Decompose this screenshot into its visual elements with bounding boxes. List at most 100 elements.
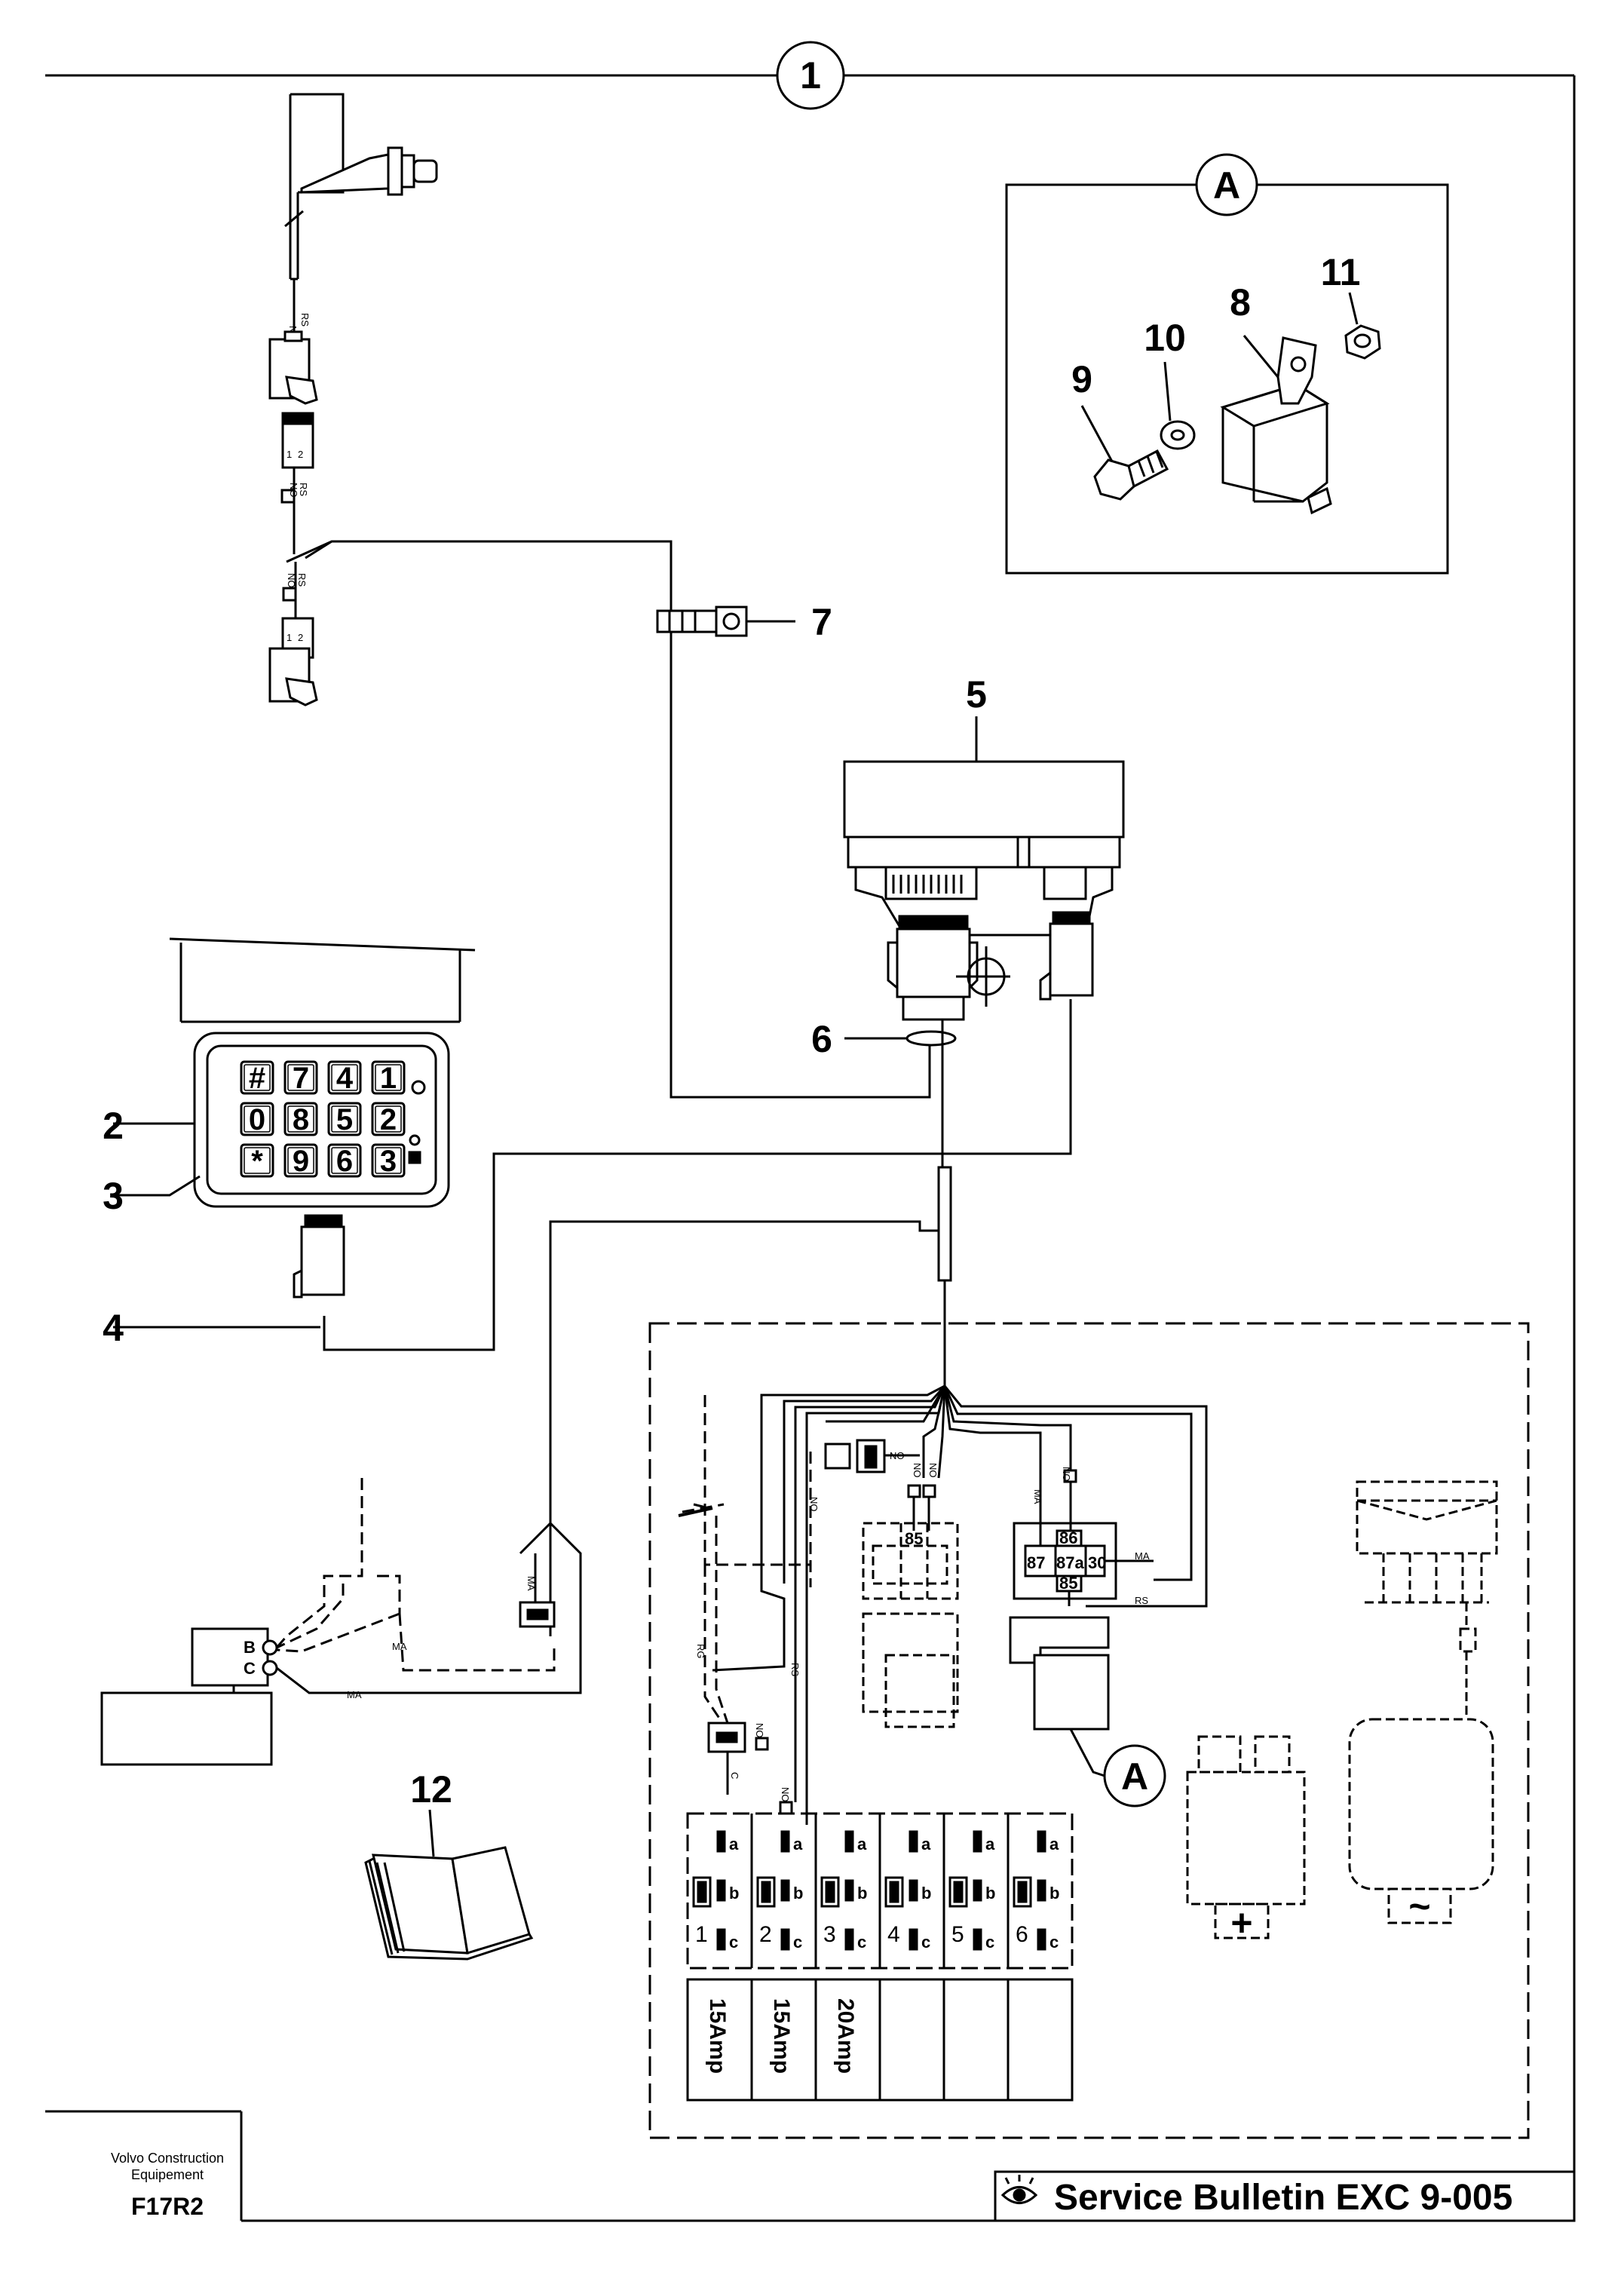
bulletin-title: Service Bulletin EXC 9-005 xyxy=(1054,2178,1512,2218)
keypad-key[interactable]: 4 xyxy=(327,1060,362,1095)
keypad-key-label: 1 xyxy=(380,1062,397,1095)
keypad-key[interactable]: 0 xyxy=(240,1102,274,1136)
wire-label-no: NO xyxy=(286,573,297,588)
keypad-key-label: 9 xyxy=(293,1145,309,1178)
keypad-key-label: 7 xyxy=(293,1062,309,1095)
wire-label-no: NO xyxy=(927,1463,939,1478)
terminal-b: B xyxy=(244,1638,256,1657)
plug-female-lower xyxy=(268,647,318,707)
wire-label-no: NO xyxy=(780,1787,791,1802)
fuse-contact-c: c xyxy=(793,1933,802,1952)
wire-label-no: NO xyxy=(288,483,299,498)
relay-pin-85: 85 xyxy=(1059,1574,1077,1593)
terminal-c: C xyxy=(244,1659,256,1678)
callout-2: 2 xyxy=(103,1105,124,1147)
wire-label-rs: RS xyxy=(296,573,308,587)
wire-label-no: NO xyxy=(754,1723,765,1738)
keypad-key-label: 8 xyxy=(293,1103,309,1136)
keypad-key-label: 4 xyxy=(336,1062,354,1095)
fuse-contact-b: b xyxy=(1049,1884,1059,1903)
wire-label-ma: MA xyxy=(347,1689,362,1700)
callout-4: 4 xyxy=(103,1307,124,1349)
tilde-symbol: ~ xyxy=(1408,1885,1430,1927)
relay-socket xyxy=(1013,1522,1117,1600)
detail-a-ref: A xyxy=(1121,1755,1148,1798)
keypad-key[interactable]: * xyxy=(240,1143,274,1178)
plug-pin-2: 2 xyxy=(298,449,303,460)
fuse-contact-c: c xyxy=(729,1933,738,1952)
electrical-box-frame xyxy=(648,1322,1530,2139)
callout-8: 8 xyxy=(1230,281,1251,323)
callout-5: 5 xyxy=(966,673,987,716)
keypad-key[interactable]: 5 xyxy=(327,1102,362,1136)
detail-a-mark: A xyxy=(1213,164,1240,207)
wire-label-no: NO xyxy=(1061,1467,1072,1482)
installed-relay xyxy=(1009,1616,1110,1731)
callout-10: 10 xyxy=(1144,317,1186,359)
cable-clip xyxy=(656,606,795,637)
relay-pin-85: 85 xyxy=(905,1529,923,1548)
grommet-icon xyxy=(905,1030,957,1047)
washer-icon xyxy=(1160,420,1196,450)
keypad-key[interactable]: 2 xyxy=(371,1102,406,1136)
bolt-icon xyxy=(1093,449,1169,501)
callout-12: 12 xyxy=(410,1768,452,1811)
control-unit xyxy=(843,760,1125,1021)
brand-line-2: Equipement xyxy=(131,2167,204,2182)
keypad-key[interactable]: # xyxy=(240,1060,274,1095)
keypad-key[interactable]: 9 xyxy=(283,1143,318,1178)
fuse-contact-c: c xyxy=(857,1933,866,1952)
keypad-key[interactable]: 7 xyxy=(283,1060,318,1095)
callout-3: 3 xyxy=(103,1175,124,1217)
fuse-contact-a: a xyxy=(985,1835,995,1853)
keypad-key-label: 5 xyxy=(336,1103,353,1136)
keypad-key-label: 3 xyxy=(380,1145,397,1178)
keypad-key[interactable]: 3 xyxy=(371,1143,406,1178)
fuse-rating: 20Amp xyxy=(833,1998,858,2074)
relay-pin-87: 87 xyxy=(1027,1553,1045,1572)
fuse-contact-b: b xyxy=(857,1884,867,1903)
wire-label-ma: MA xyxy=(1135,1550,1150,1562)
keypad-key-label: 2 xyxy=(380,1103,397,1136)
footer: Volvo Construction Equipement F17R2 Serv… xyxy=(45,2110,1576,2222)
fuse-slot-number: 6 xyxy=(1016,1922,1028,1947)
dashed-relay-sockets xyxy=(862,1522,959,1728)
sheet-number: 1 xyxy=(800,54,821,97)
callout-9: 9 xyxy=(1071,358,1092,400)
door-switch xyxy=(284,93,438,281)
keypad-key[interactable]: 1 xyxy=(371,1060,406,1095)
wire-label-ma: MA xyxy=(392,1641,407,1652)
wire-label-rs: RS xyxy=(789,1663,801,1676)
fuse-rating: 15Amp xyxy=(705,1998,730,2074)
wire-label-no: NO xyxy=(890,1450,905,1461)
splice-junction xyxy=(937,1166,952,1282)
fuse-contact-a: a xyxy=(793,1835,803,1853)
wire-label-rg: RG xyxy=(695,1644,706,1659)
dashed-motor xyxy=(1348,1480,1498,1924)
keypad-panel xyxy=(169,937,476,1208)
eye-icon xyxy=(1000,2175,1038,2204)
plug-pin-1: 1 xyxy=(286,632,292,643)
relay-socket-small xyxy=(824,1443,851,1470)
fuse-contact-c: c xyxy=(1049,1933,1059,1952)
keypad-key[interactable]: 6 xyxy=(327,1143,362,1178)
fuse-slot-number: 3 xyxy=(823,1922,836,1947)
wire-label-no: NO xyxy=(808,1497,820,1512)
callout-11: 11 xyxy=(1321,251,1361,293)
wire-label-rs: RS xyxy=(299,313,311,327)
wire-label-rs: RS xyxy=(298,483,309,496)
callout-6: 6 xyxy=(811,1018,832,1060)
keypad-key-label: 6 xyxy=(336,1145,353,1178)
keypad-key[interactable]: 8 xyxy=(283,1102,318,1136)
fuse-contact-b: b xyxy=(921,1884,931,1903)
keypad-key-label: # xyxy=(249,1062,265,1095)
plug-pin-1: 1 xyxy=(286,449,292,460)
relay-pin-30: 30 xyxy=(1088,1553,1106,1572)
